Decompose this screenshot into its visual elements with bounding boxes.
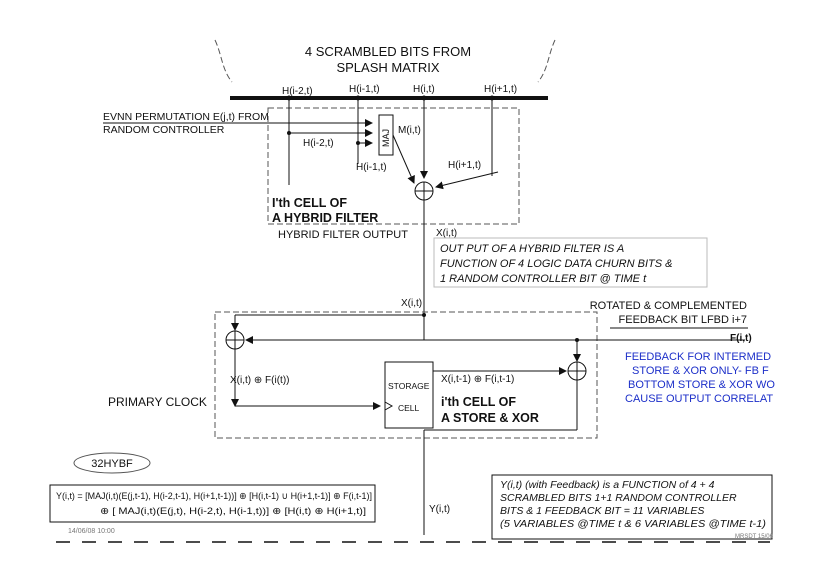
- date-right: MRSDT 15/06: [735, 534, 774, 540]
- summary-box: [491, 474, 773, 540]
- summary-line4: (5 VARIABLES @TIME t & 6 VARIABLES @TIME…: [500, 518, 766, 530]
- left-brace: [214, 39, 233, 83]
- badge-label: 32HYBF: [91, 458, 133, 470]
- bus-label-4: H(i+1,t): [484, 84, 517, 95]
- formula-line1: Y(i,t) = [MAJ(i,t)(E(j,t-1), H(i-2,t-1),…: [56, 491, 372, 502]
- store-xor-box: [214, 311, 598, 439]
- filter-note-box: [433, 237, 708, 288]
- filter-note-line3: 1 RANDOM CONTROLLER BIT @ TIME t: [440, 273, 647, 285]
- feedback-var: F(i,t): [730, 333, 752, 344]
- y-output-label: Y(i,t): [429, 504, 450, 515]
- filter-note-line1: OUT PUT OF A HYBRID FILTER IS A: [440, 243, 624, 255]
- input-line1: EVNN PERMUTATION E(j,t) FROM: [103, 111, 269, 123]
- xor-right-input-label: X(i,t-1) ⊕ F(i,t-1): [441, 374, 514, 385]
- summary-line3: BITS & 1 FEEDBACK BIT = 11 VARIABLES: [500, 505, 704, 517]
- clock-label: PRIMARY CLOCK: [108, 395, 207, 409]
- blue-note-line2: STORE & XOR ONLY- FB F: [632, 365, 769, 377]
- store-input-label: X(i,t): [401, 298, 422, 309]
- cell-label: CELL: [398, 403, 420, 413]
- formula-box: [49, 484, 376, 523]
- xor-gate-store-right: [567, 361, 587, 381]
- xor-left-output-label: X(i,t) ⊕ F(i(t)): [230, 375, 289, 386]
- bus-label-3: H(i,t): [413, 84, 435, 95]
- blue-note-line4: CAUSE OUTPUT CORRELAT: [625, 393, 773, 405]
- store-cell-line1: i'th CELL OF: [441, 395, 516, 409]
- storage-cell: [384, 361, 434, 429]
- bus-label-2: H(i-1,t): [349, 84, 380, 95]
- feedback-line2: FEEDBACK BIT LFBD i+7: [619, 314, 747, 326]
- blue-note-line3: BOTTOM STORE & XOR WO: [628, 379, 775, 391]
- summary-line2: SCRAMBLED BITS 1+1 RANDOM CONTROLLER: [500, 492, 737, 504]
- header-line1: 4 SCRAMBLED BITS FROM: [305, 44, 471, 59]
- storage-label: STORAGE: [388, 381, 430, 391]
- filter-note-line2: FUNCTION OF 4 LOGIC DATA CHURN BITS &: [440, 258, 672, 270]
- hybrid-filter-box: [267, 107, 520, 225]
- right-brace: [537, 39, 556, 83]
- header-line2: SPLASH MATRIX: [336, 60, 439, 75]
- badge-outline: [73, 452, 151, 474]
- h-mid-label: H(i-1,t): [356, 162, 387, 173]
- filter-output-label: HYBRID FILTER OUTPUT: [278, 229, 408, 241]
- input-line2: RANDOM CONTROLLER: [103, 124, 225, 136]
- filter-output-var: X(i,t): [436, 228, 457, 239]
- bus-label-1: H(i-2,t): [282, 86, 313, 97]
- h-left-label: H(i-2,t): [303, 138, 334, 149]
- xor-gate-filter: [414, 181, 434, 201]
- filter-cell-line2: A HYBRID FILTER: [272, 211, 378, 225]
- summary-line1: Y(i,t) (with Feedback) is a FUNCTION of …: [500, 479, 715, 491]
- h-right-label: H(i+1,t): [448, 160, 481, 171]
- maj-output-label: M(i,t): [398, 125, 421, 136]
- feedback-line1: ROTATED & COMPLEMENTED: [590, 300, 747, 312]
- formula-line2: ⊕ [ MAJ(i,t)(E(j,t), H(i-2,t), H(i-1,t))…: [100, 506, 366, 517]
- store-cell-line2: A STORE & XOR: [441, 411, 539, 425]
- maj-label: MAJ: [381, 129, 391, 147]
- filter-cell-line1: I'th CELL OF: [272, 196, 347, 210]
- date-left: 14/06/08 10:00: [68, 528, 115, 535]
- blue-note-line1: FEEDBACK FOR INTERMED: [625, 351, 771, 363]
- xor-gate-store-left: [225, 330, 245, 350]
